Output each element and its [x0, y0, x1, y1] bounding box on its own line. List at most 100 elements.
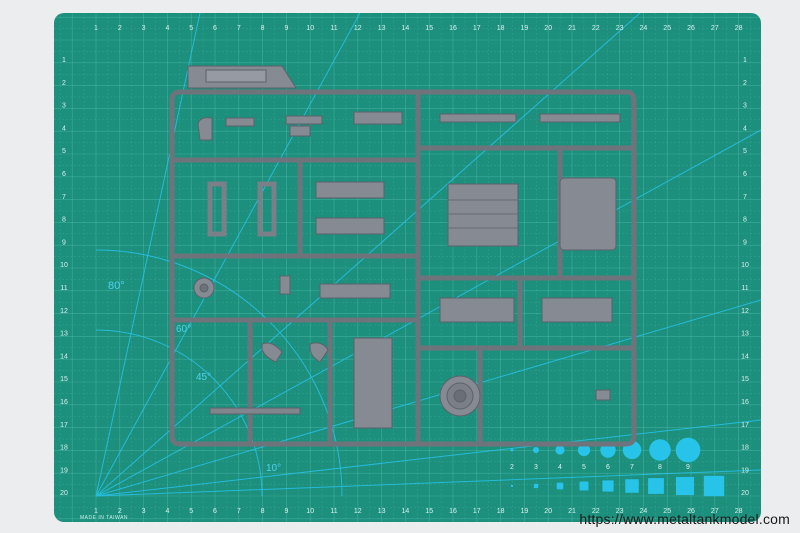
circle-size-label: 9	[686, 464, 690, 471]
top-ruler-number: 28	[735, 25, 743, 32]
left-ruler-number: 3	[62, 103, 66, 110]
top-ruler-number: 20	[544, 25, 552, 32]
right-ruler-number: 20	[741, 490, 749, 497]
top-ruler-number: 3	[142, 25, 146, 32]
top-ruler-number: 12	[354, 25, 362, 32]
right-ruler-number: 13	[741, 331, 749, 338]
template-circle	[532, 446, 540, 454]
top-ruler-number: 19	[521, 25, 529, 32]
engine-deck-part	[447, 183, 519, 247]
left-ruler-number: 6	[62, 171, 66, 178]
right-ruler-number: 7	[743, 194, 747, 201]
top-ruler-number: 4	[165, 25, 169, 32]
top-ruler-number: 16	[449, 25, 457, 32]
right-ruler-number: 10	[741, 262, 749, 269]
template-square	[602, 480, 614, 492]
top-ruler-number: 13	[378, 25, 386, 32]
left-ruler-number: 17	[60, 422, 68, 429]
left-ruler-number: 10	[60, 262, 68, 269]
bottom-ruler-number: 9	[284, 508, 288, 515]
right-ruler-number: 9	[743, 239, 747, 246]
bottom-ruler-number: 2	[118, 508, 122, 515]
right-ruler-number: 4	[743, 125, 747, 132]
bottom-ruler-number: 19	[521, 508, 529, 515]
bottom-ruler-number: 6	[213, 508, 217, 515]
template-square	[556, 482, 564, 490]
right-ruler-number: 16	[741, 399, 749, 406]
left-ruler-number: 4	[62, 125, 66, 132]
template-circle	[555, 445, 565, 455]
bottom-ruler-number: 26	[687, 508, 695, 515]
right-ruler-number: 15	[741, 376, 749, 383]
top-ruler-number: 27	[711, 25, 719, 32]
bottom-ruler-number: 1	[94, 508, 98, 515]
template-square	[511, 485, 513, 487]
bottom-ruler-number: 8	[261, 508, 265, 515]
right-ruler-number: 14	[741, 353, 749, 360]
left-ruler-number: 16	[60, 399, 68, 406]
top-ruler-number: 18	[497, 25, 505, 32]
angle-label-60: 60°	[176, 324, 191, 335]
right-ruler-number: 17	[741, 422, 749, 429]
right-ruler-number: 5	[743, 148, 747, 155]
bottom-ruler-number: 14	[402, 508, 410, 515]
bottom-ruler-number: 12	[354, 508, 362, 515]
circle-size-label: 5	[582, 464, 586, 471]
left-ruler-number: 14	[60, 353, 68, 360]
top-ruler-number: 22	[592, 25, 600, 32]
bottom-ruler-number: 21	[568, 508, 576, 515]
template-square	[675, 476, 695, 496]
right-ruler-number: 11	[741, 285, 748, 292]
plastic-sprue	[169, 89, 637, 447]
template-square	[579, 481, 589, 491]
right-ruler-number: 2	[743, 80, 747, 87]
bottom-ruler-number: 5	[189, 508, 193, 515]
left-ruler-number: 20	[60, 490, 68, 497]
cutting-mat	[54, 13, 761, 522]
bottom-ruler-number: 15	[425, 508, 433, 515]
bottom-ruler-number: 22	[592, 508, 600, 515]
angle-label-80: 80°	[108, 280, 125, 292]
bottom-ruler-number: 24	[640, 508, 648, 515]
left-ruler-number: 13	[60, 331, 68, 338]
top-ruler-number: 6	[213, 25, 217, 32]
circle-size-label: 8	[658, 464, 662, 471]
top-ruler-number: 10	[306, 25, 314, 32]
hatch-plate-part	[559, 177, 617, 251]
top-ruler-number: 17	[473, 25, 481, 32]
model-parts	[187, 65, 621, 429]
template-square	[625, 479, 639, 493]
left-ruler-number: 7	[62, 194, 66, 201]
bottom-ruler-number: 27	[711, 508, 719, 515]
top-ruler-number: 7	[237, 25, 241, 32]
right-ruler-number: 3	[743, 103, 747, 110]
watermark-url: https://www.metaltankmodel.com	[579, 511, 790, 527]
left-ruler-number: 18	[60, 445, 68, 452]
right-ruler-number: 1	[743, 57, 747, 64]
left-ruler-number: 12	[60, 308, 68, 315]
left-ruler-number: 2	[62, 80, 66, 87]
template-circle	[675, 437, 701, 463]
top-ruler-number: 1	[94, 25, 98, 32]
top-ruler-number: 11	[330, 25, 337, 32]
template-circle	[649, 439, 671, 461]
top-ruler-number: 8	[261, 25, 265, 32]
bottom-ruler-number: 17	[473, 508, 481, 515]
circle-size-label: 7	[630, 464, 634, 471]
bottom-ruler-number: 3	[142, 508, 146, 515]
top-ruler-number: 23	[616, 25, 624, 32]
angle-label-10: 10°	[266, 463, 281, 474]
top-ruler-number: 14	[402, 25, 410, 32]
bottom-ruler-number: 7	[237, 508, 241, 515]
side-plate-part	[353, 337, 393, 429]
right-ruler-number: 18	[741, 445, 749, 452]
template-square	[648, 478, 664, 494]
top-ruler-number: 5	[189, 25, 193, 32]
left-ruler-number: 1	[62, 57, 66, 64]
left-ruler-number: 15	[60, 376, 68, 383]
circle-size-label: 4	[558, 464, 562, 471]
top-ruler-number: 25	[663, 25, 671, 32]
left-ruler-number: 9	[62, 239, 66, 246]
